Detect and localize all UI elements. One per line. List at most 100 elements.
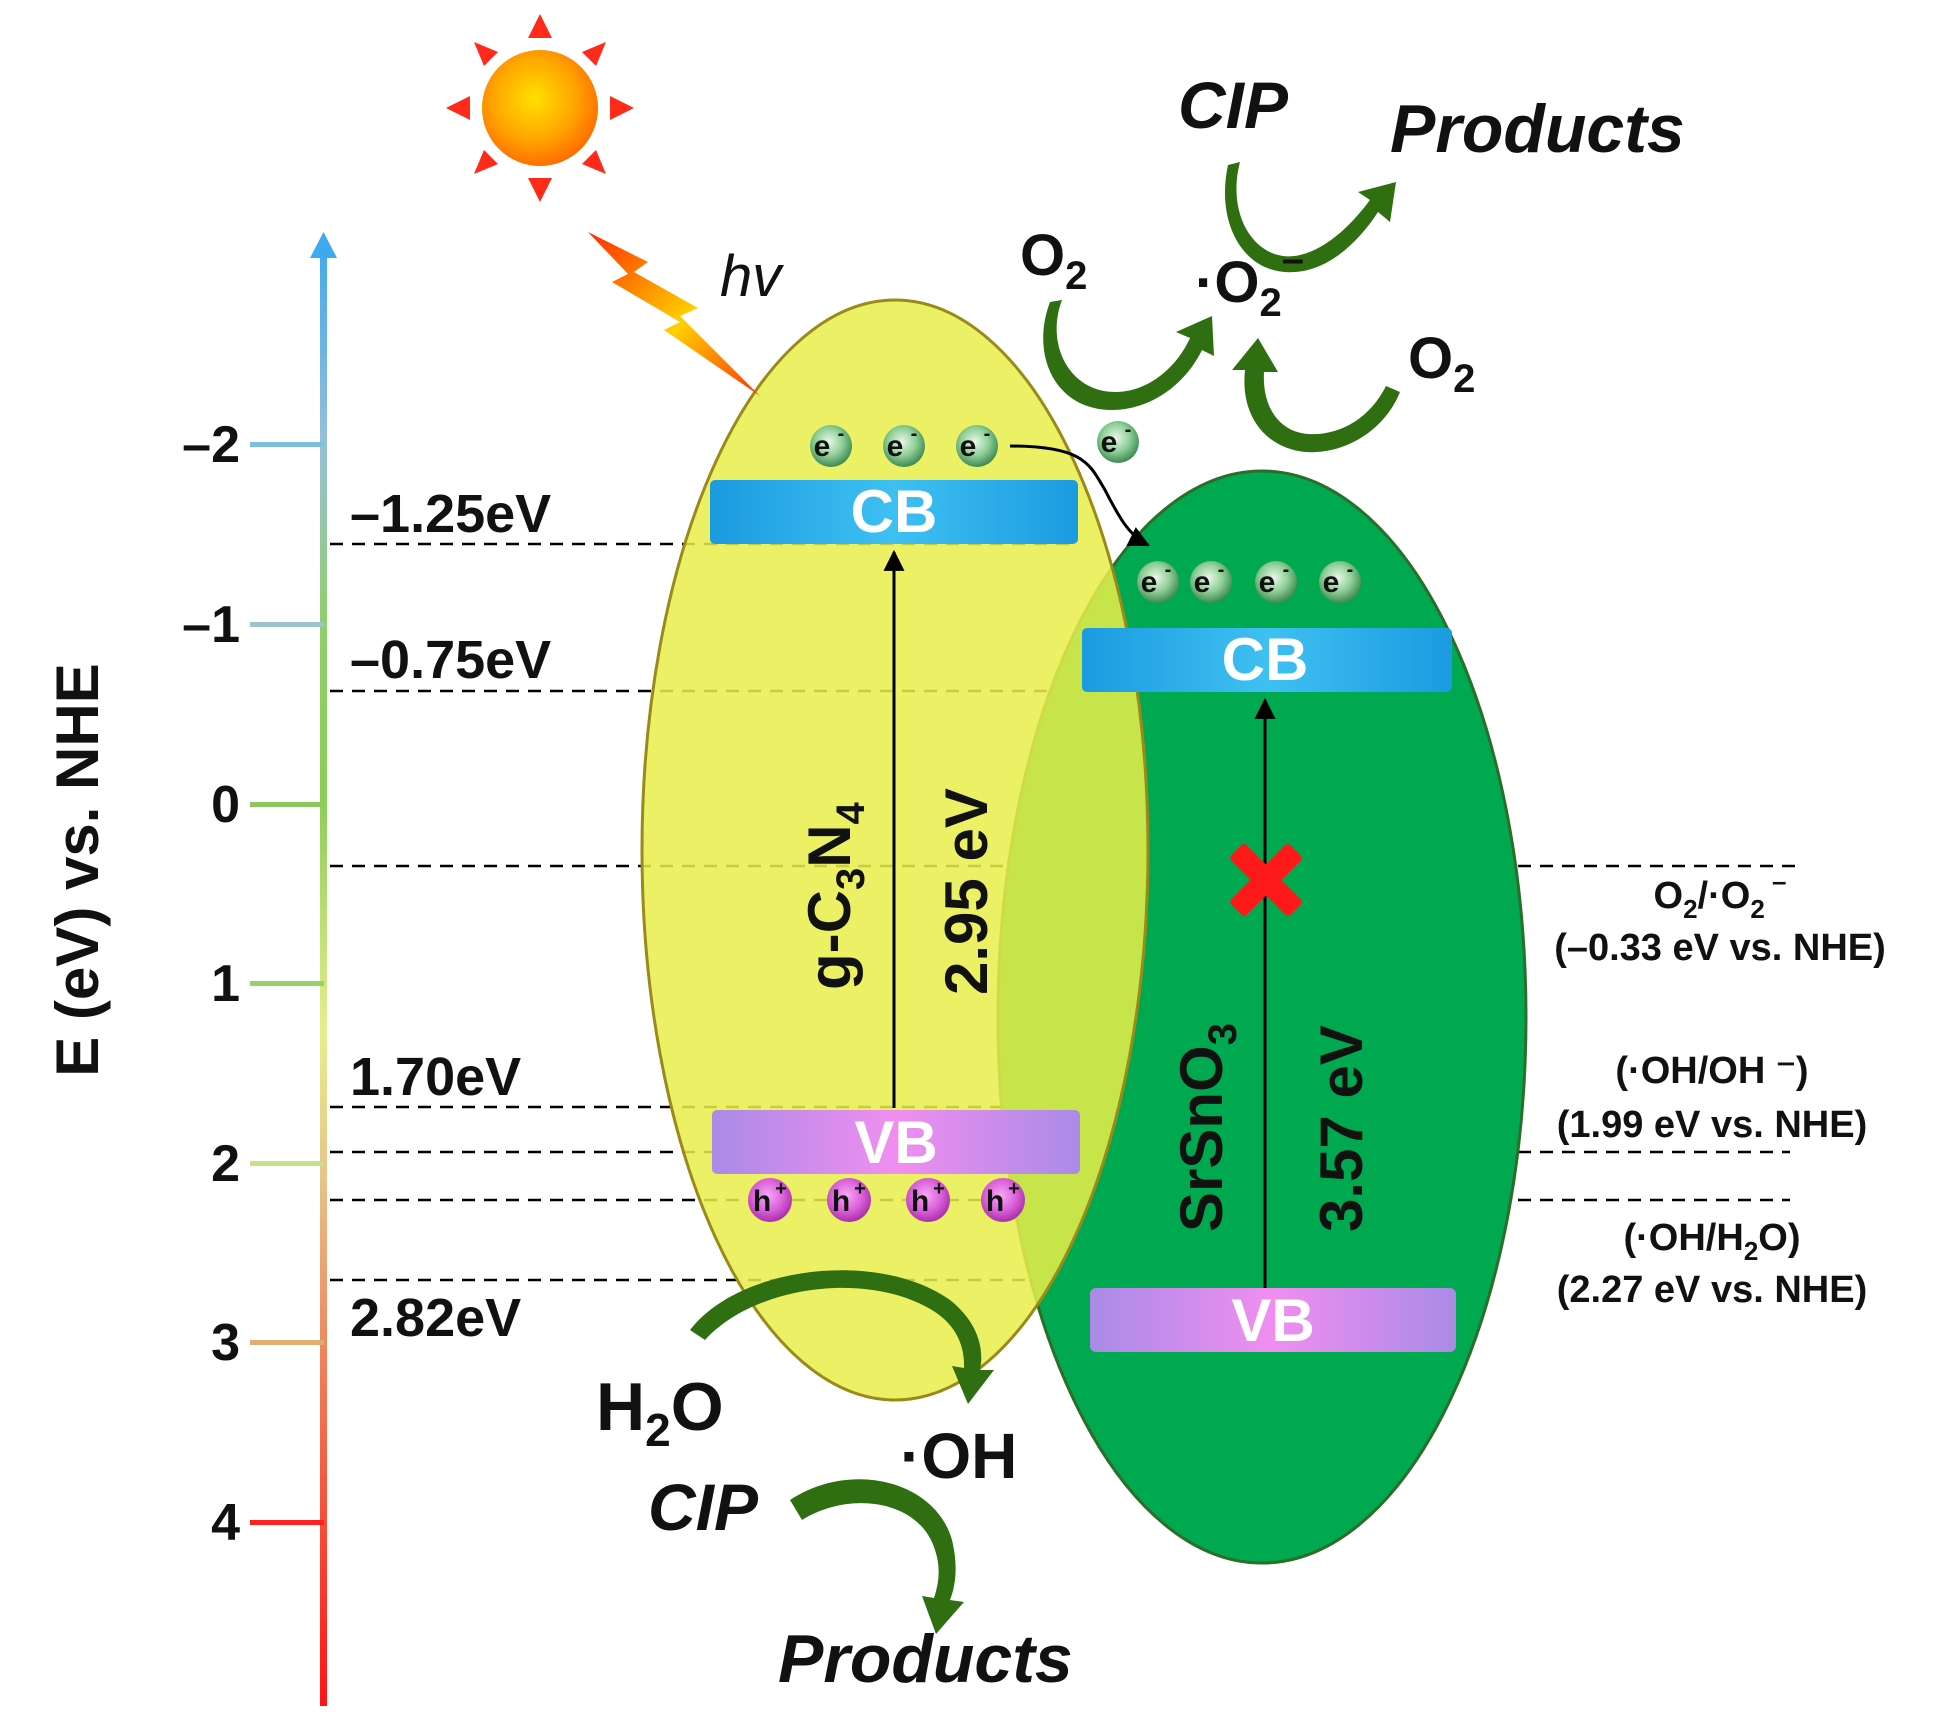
tick-mark-0 bbox=[250, 802, 324, 807]
svg-text:h: h bbox=[832, 1185, 850, 1218]
cip-to-products-arrow-bottom bbox=[790, 1479, 964, 1634]
transferring-electron: e - bbox=[1097, 419, 1139, 463]
lightning-bolt-icon bbox=[588, 232, 760, 396]
tick-mark-neg2 bbox=[250, 442, 324, 447]
electron: e - bbox=[1319, 559, 1361, 603]
level-labels: –1.25eV –0.75eV 1.70eV 2.82eV bbox=[350, 484, 551, 1348]
svg-text:e: e bbox=[1194, 566, 1211, 599]
gcn-vb-level-label: 1.70eV bbox=[350, 1047, 521, 1107]
o2-potential-value: (–0.33 eV vs. NHE) bbox=[1554, 927, 1886, 969]
axis-arrowhead bbox=[310, 232, 337, 258]
svg-text:+: + bbox=[1008, 1178, 1020, 1200]
svg-text:-: - bbox=[1347, 559, 1354, 581]
tick-label: 3 bbox=[211, 1314, 240, 1372]
gcn-holes: h + h + h + h + bbox=[748, 1178, 1025, 1222]
electron: e - bbox=[1137, 559, 1179, 603]
axis-title: E (eV) vs. NHE bbox=[44, 663, 111, 1076]
svg-text:-: - bbox=[1218, 559, 1225, 581]
svg-text:+: + bbox=[854, 1178, 866, 1200]
svg-text:-: - bbox=[911, 423, 918, 445]
sso-cb-level-label: –0.75eV bbox=[350, 630, 551, 690]
h2o-label: H2O bbox=[596, 1369, 724, 1456]
o2-potential-label: O2/·O2 – bbox=[1654, 866, 1787, 924]
sso-vb-level-label: 2.82eV bbox=[350, 1288, 521, 1348]
oh-oh-potential-label: (·OH/OH ⁻) bbox=[1615, 1050, 1808, 1092]
bottom-cip-label: CIP bbox=[648, 1470, 759, 1544]
gcn-bands: CB VB bbox=[710, 478, 1080, 1176]
svg-text:e: e bbox=[1101, 426, 1118, 459]
tick-label: –1 bbox=[182, 596, 240, 654]
redox-potentials: O2/·O2 – (–0.33 eV vs. NHE) (·OH/OH ⁻) (… bbox=[1554, 866, 1886, 1311]
svg-text:h: h bbox=[753, 1185, 771, 1218]
hole: h + bbox=[827, 1178, 871, 1222]
energy-axis: –2 –1 0 1 2 3 4 E (eV) vs. NHE bbox=[44, 232, 337, 1706]
gcn-vb-label: VB bbox=[854, 1109, 937, 1176]
superoxide-label: ·O2– bbox=[1195, 237, 1304, 325]
electron: e - bbox=[956, 423, 998, 467]
gcn-electrons: e - e - e - bbox=[810, 423, 998, 467]
gcn-name-label: g-C3N4 bbox=[796, 801, 873, 990]
top-o2-right-label: O2 bbox=[1408, 326, 1475, 401]
sso-cb-label: CB bbox=[1222, 626, 1309, 693]
light-energy-label: hv bbox=[720, 244, 784, 309]
electron: e - bbox=[1190, 559, 1232, 603]
svg-text:-: - bbox=[1283, 559, 1290, 581]
svg-text:h: h bbox=[986, 1185, 1004, 1218]
hole: h + bbox=[906, 1178, 950, 1222]
sso-vb-band bbox=[1090, 1288, 1456, 1352]
tick-mark-neg1 bbox=[250, 622, 324, 627]
svg-text:-: - bbox=[1125, 419, 1132, 441]
sso-vb-label: VB bbox=[1231, 1287, 1314, 1354]
tick-mark-2 bbox=[250, 1161, 324, 1166]
gcn-cb-level-label: –1.25eV bbox=[350, 484, 551, 544]
svg-text:-: - bbox=[1165, 559, 1172, 581]
axis-ticks bbox=[250, 442, 324, 1525]
axis-bar bbox=[320, 240, 327, 1706]
oh-oh-potential-value: (1.99 eV vs. NHE) bbox=[1557, 1104, 1867, 1146]
svg-text:-: - bbox=[984, 423, 991, 445]
svg-text:h: h bbox=[911, 1185, 929, 1218]
oh-h2o-potential-label: (·OH/H2O) bbox=[1624, 1217, 1801, 1266]
axis-tick-labels: –2 –1 0 1 2 3 4 bbox=[182, 416, 240, 1552]
svg-text:e: e bbox=[960, 430, 977, 463]
gcn-vb-band bbox=[712, 1110, 1080, 1174]
h2o-to-oh-arrow bbox=[690, 1270, 994, 1404]
tick-mark-3 bbox=[250, 1340, 324, 1345]
bottom-reactions: H2O ·OH CIP Products bbox=[596, 1270, 1073, 1697]
svg-text:e: e bbox=[1141, 566, 1158, 599]
svg-text:e: e bbox=[814, 430, 831, 463]
sso-electrons: e - e - e - e - bbox=[1137, 559, 1361, 603]
top-reactions: CIP Products O2 ·O2– O2 bbox=[1020, 68, 1685, 453]
tick-mark-1 bbox=[250, 981, 324, 986]
cip-to-products-arrow bbox=[1224, 162, 1396, 273]
gcn-cb-band bbox=[710, 480, 1078, 544]
sun-icon bbox=[446, 14, 634, 202]
sso-cb-band bbox=[1082, 628, 1452, 692]
electron: e - bbox=[1255, 559, 1297, 603]
tick-mark-4 bbox=[250, 1520, 324, 1525]
oh-h2o-potential-value: (2.27 eV vs. NHE) bbox=[1557, 1269, 1867, 1311]
electron: e - bbox=[883, 423, 925, 467]
top-o2-left-label: O2 bbox=[1020, 223, 1087, 298]
bottom-products-label: Products bbox=[778, 1621, 1073, 1697]
svg-text:e: e bbox=[887, 430, 904, 463]
svg-text:+: + bbox=[933, 1178, 945, 1200]
tick-label: 2 bbox=[211, 1135, 240, 1193]
gcn-bandgap-label: 2.95 eV bbox=[933, 788, 1000, 995]
svg-text:e: e bbox=[1259, 566, 1276, 599]
sso-bands: CB VB bbox=[1082, 626, 1456, 1354]
electron: e - bbox=[810, 423, 852, 467]
svg-text:+: + bbox=[775, 1178, 787, 1200]
svg-text:-: - bbox=[838, 423, 845, 445]
hole: h + bbox=[981, 1178, 1025, 1222]
sso-bandgap-label: 3.57 eV bbox=[1308, 1025, 1375, 1232]
tick-label: –2 bbox=[182, 416, 240, 474]
electron-transfer-arrow bbox=[1009, 444, 1150, 547]
gcn-cb-label: CB bbox=[851, 478, 938, 545]
tick-label: 1 bbox=[211, 955, 240, 1013]
tick-label: 4 bbox=[211, 1494, 240, 1552]
top-products-label: Products bbox=[1390, 91, 1685, 167]
svg-text:e: e bbox=[1323, 566, 1340, 599]
o2-to-superoxide-arrow-left bbox=[1043, 300, 1214, 410]
